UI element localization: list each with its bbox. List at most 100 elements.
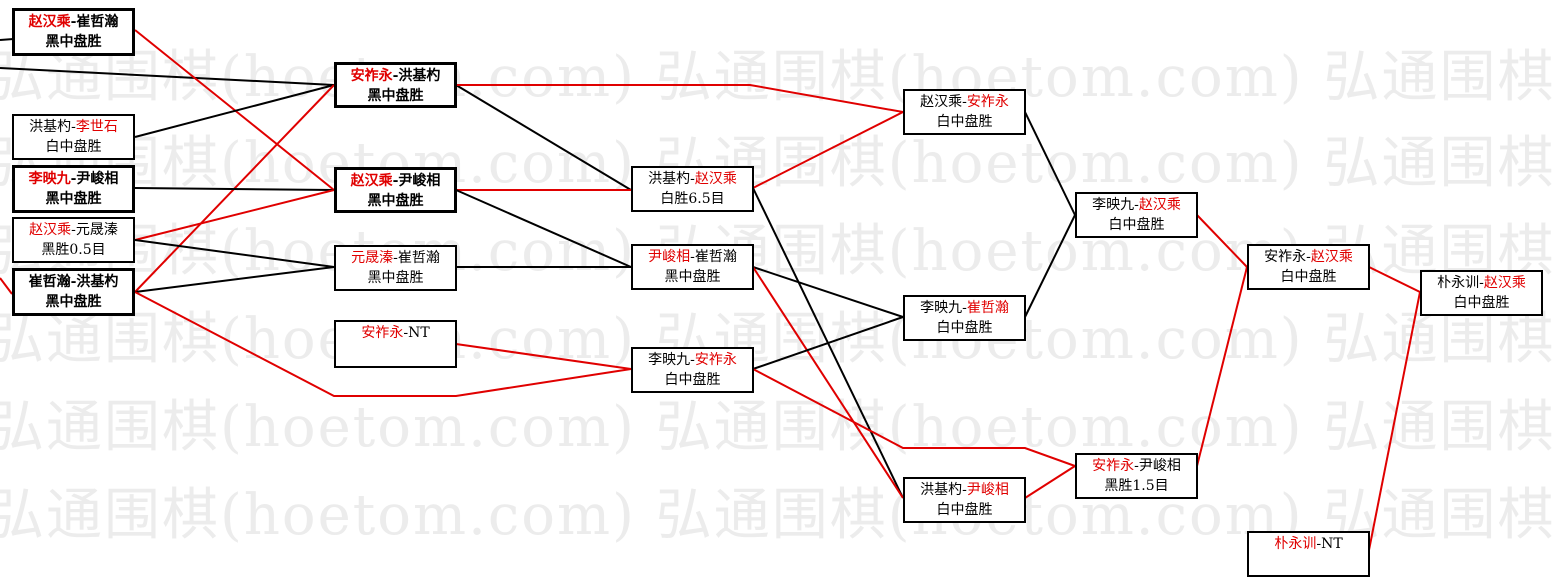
result: 黑中盘胜	[367, 270, 424, 286]
player-2: 崔哲瀚	[76, 14, 119, 30]
match-box-r1-2: 洪基杓-李世石 白中盘胜	[12, 114, 135, 160]
bracket-line	[134, 187, 335, 191]
result: 黑中盘胜	[367, 193, 424, 209]
player-2: 赵汉乘	[1138, 197, 1181, 213]
separator: -	[403, 325, 409, 341]
separator: -	[690, 249, 695, 265]
player-1: 朴永训	[1437, 275, 1480, 291]
match-box-r2-4: 安祚永-NT	[334, 320, 457, 368]
match-box-r2-3: 元晟溱-崔哲瀚 黑中盘胜	[334, 245, 457, 291]
bracket-line	[134, 239, 335, 268]
bracket-line	[0, 277, 13, 295]
separator: -	[690, 352, 695, 368]
result: 白中盘胜	[664, 372, 721, 388]
match-box-r4-3: 洪基杓-尹峻相 白中盘胜	[903, 477, 1026, 523]
separator: -	[1479, 275, 1484, 291]
separator: -	[1316, 536, 1322, 552]
player-1: 元晟溱	[351, 250, 394, 266]
bracket-line	[1024, 465, 1076, 499]
player-1: 洪基杓	[920, 482, 963, 498]
match-box-r1-3: 李映九-尹峻相 黑中盘胜	[12, 165, 135, 213]
result: 白中盘胜	[1280, 269, 1337, 285]
bracket-line	[1368, 291, 1421, 551]
bracket-line	[134, 291, 632, 397]
result: 黑中盘胜	[664, 269, 721, 285]
bracket-line	[134, 189, 335, 241]
result: 白中盘胜	[1108, 217, 1165, 233]
player-2: 崔哲瀚	[694, 249, 737, 265]
player-2: NT	[1321, 536, 1343, 552]
player-2: 李世石	[75, 119, 118, 135]
bracket-line	[1368, 266, 1421, 293]
player-1: 赵汉乘	[350, 173, 393, 189]
match-box-r6-1: 安祚永-赵汉乘 白中盘胜	[1247, 244, 1370, 290]
bracket-line	[455, 189, 632, 268]
result: 黑中盘胜	[45, 191, 102, 207]
bracket-line	[752, 111, 904, 189]
player-1: 崔哲瀚	[28, 274, 71, 290]
match-box-r3-2: 尹峻相-崔哲瀚 黑中盘胜	[631, 244, 754, 290]
player-2: 崔哲瀚	[397, 250, 440, 266]
player-1: 安祚永	[350, 68, 393, 84]
match-box-final: 朴永训-赵汉乘 白中盘胜	[1420, 270, 1543, 316]
result: 白中盘胜	[936, 320, 993, 336]
separator: -	[70, 274, 77, 290]
player-1: 李映九	[648, 352, 691, 368]
separator: -	[392, 68, 399, 84]
bracket-line	[134, 266, 335, 293]
player-2: 赵汉乘	[1483, 275, 1526, 291]
player-2: NT	[408, 325, 430, 341]
player-1: 赵汉乘	[29, 222, 72, 238]
match-box-r1-4: 赵汉乘-元晟溱 黑胜0.5目	[12, 217, 135, 263]
result: 黑中盘胜	[367, 88, 424, 104]
bracket-line	[134, 84, 335, 138]
separator: -	[71, 119, 76, 135]
result: 白中盘胜	[936, 502, 993, 518]
match-box-r1-1: 赵汉乘-崔哲瀚 黑中盘胜	[12, 8, 135, 56]
match-box-r2-1: 安祚永-洪基杓 黑中盘胜	[334, 62, 457, 108]
match-box-r3-3: 李映九-安祚永 白中盘胜	[631, 347, 754, 393]
separator: -	[1306, 249, 1311, 265]
match-box-r5-1: 李映九-赵汉乘 白中盘胜	[1075, 192, 1198, 238]
result: 白胜6.5目	[660, 191, 725, 207]
separator: -	[71, 222, 76, 238]
bracket-line	[0, 67, 335, 86]
player-1: 赵汉乘	[920, 94, 963, 110]
player-2: 尹峻相	[76, 171, 119, 187]
bracket-line	[1196, 214, 1248, 268]
separator: -	[1134, 458, 1139, 474]
separator: -	[690, 171, 695, 187]
match-box-r6-2: 朴永训-NT	[1247, 531, 1370, 577]
result: 黑中盘胜	[45, 34, 102, 50]
match-box-r1-5: 崔哲瀚-洪基杓 黑中盘胜	[12, 268, 135, 316]
player-2: 赵汉乘	[1310, 249, 1353, 265]
result: 白中盘胜	[936, 114, 993, 130]
match-box-r3-1: 洪基杓-赵汉乘 白胜6.5目	[631, 166, 754, 212]
separator: -	[392, 173, 399, 189]
bracket-line	[455, 343, 632, 370]
player-2: 洪基杓	[76, 274, 119, 290]
bracket-line	[752, 316, 904, 370]
bracket-line	[752, 266, 904, 499]
player-1: 安祚永	[361, 325, 404, 341]
separator: -	[1134, 197, 1139, 213]
result: 白中盘胜	[45, 139, 102, 155]
bracket-line	[752, 368, 1076, 467]
separator: -	[962, 300, 967, 316]
bracket-line	[752, 266, 904, 318]
player-1: 李映九	[28, 171, 71, 187]
bracket-line	[1024, 111, 1076, 216]
player-1: 朴永训	[1274, 536, 1317, 552]
player-1: 安祚永	[1092, 458, 1135, 474]
match-box-r2-2: 赵汉乘-尹峻相 黑中盘胜	[334, 167, 457, 213]
player-1: 李映九	[1092, 197, 1135, 213]
player-2: 尹峻相	[1138, 458, 1181, 474]
bracket-line	[455, 84, 632, 191]
bracket-line	[1196, 266, 1248, 467]
player-1: 李映九	[920, 300, 963, 316]
match-box-r4-1: 赵汉乘-安祚永 白中盘胜	[903, 89, 1026, 135]
bracket-line	[456, 84, 904, 113]
player-1: 洪基杓	[29, 119, 72, 135]
separator: -	[70, 171, 77, 187]
